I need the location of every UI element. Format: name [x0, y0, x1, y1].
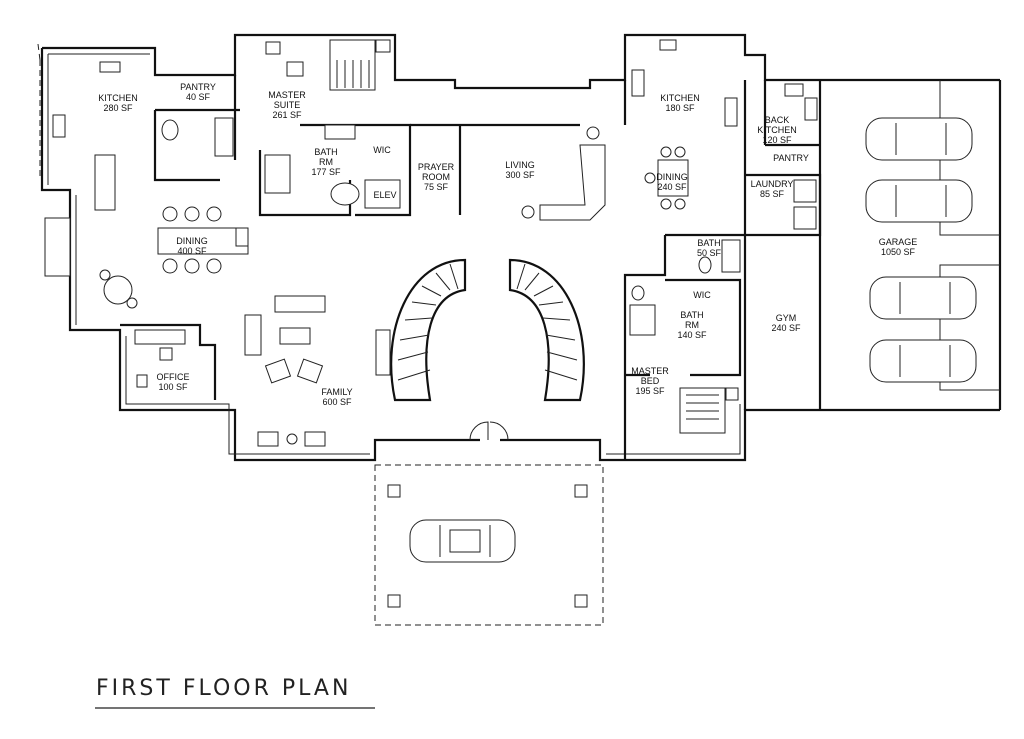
room-label-elev: ELEV [373, 190, 396, 200]
car-garage-2 [865, 179, 973, 223]
car-garage-3 [869, 276, 977, 320]
interior-walls [120, 75, 1000, 460]
car-porte-cochere [409, 519, 516, 563]
furniture [44, 39, 818, 447]
room-label-wic-upper: WIC [373, 145, 391, 155]
room-label-pantry-right: PANTRY [773, 153, 809, 163]
porte-cochere [374, 464, 604, 626]
exterior-walls [37, 33, 1002, 462]
grand-staircase [375, 258, 585, 402]
car-garage-4 [869, 339, 977, 383]
room-label-wic-lower: WIC [693, 290, 711, 300]
plan-title: FIRST FLOOR PLAN [96, 676, 351, 701]
car-garage-1 [865, 117, 973, 161]
